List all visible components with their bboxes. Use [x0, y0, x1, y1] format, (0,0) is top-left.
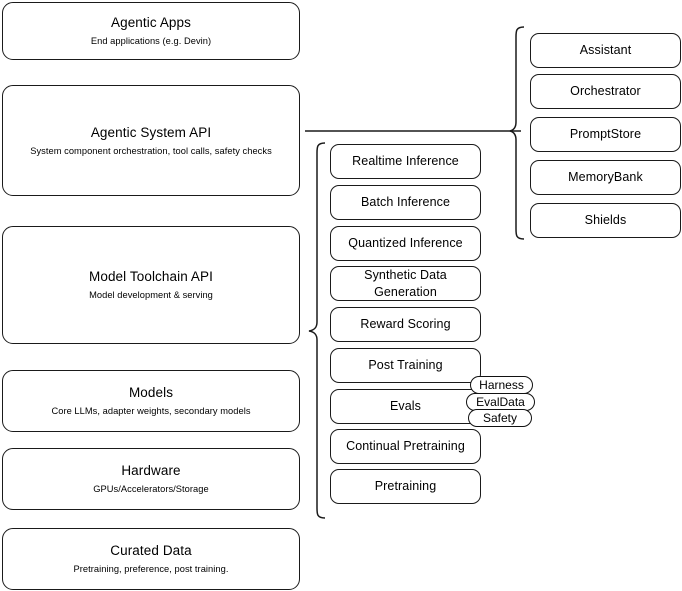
capability-box-post-training[interactable]: Post Training — [330, 348, 481, 383]
component-title: MemoryBank — [568, 170, 643, 184]
capability-box-reward-scoring[interactable]: Reward Scoring — [330, 307, 481, 342]
capability-box-continual-pretraining[interactable]: Continual Pretraining — [330, 429, 481, 464]
layer-title: Curated Data — [110, 543, 192, 558]
layer-title: Agentic Apps — [110, 15, 191, 30]
capability-title: Realtime Inference — [352, 154, 459, 168]
component-box-shields[interactable]: Shields — [530, 203, 681, 238]
capability-title: Synthetic Data Generation — [364, 267, 447, 299]
capability-box-batch-inference[interactable]: Batch Inference — [330, 185, 481, 220]
capability-box-realtime-inference[interactable]: Realtime Inference — [330, 144, 481, 179]
capability-box-synthetic-data-generation[interactable]: Synthetic Data Generation — [330, 266, 481, 301]
capability-title: Continual Pretraining — [346, 439, 465, 453]
capability-title: Batch Inference — [360, 195, 451, 209]
layer-title: Hardware — [121, 463, 181, 478]
capability-title: Pretraining — [374, 479, 437, 493]
layer-box-curated-data[interactable]: Curated Data Pretraining, preference, po… — [2, 528, 300, 590]
capability-title: Quantized Inference — [348, 236, 463, 250]
component-title: Orchestrator — [570, 84, 641, 98]
capability-box-pretraining[interactable]: Pretraining — [330, 469, 481, 504]
component-title: Assistant — [579, 43, 632, 57]
capability-title: Reward Scoring — [360, 317, 451, 331]
layer-title: Model Toolchain API — [89, 269, 213, 284]
component-title: Shields — [584, 213, 627, 227]
layer-box-models[interactable]: Models Core LLMs, adapter weights, secon… — [2, 370, 300, 432]
components-bracket — [509, 26, 525, 240]
capability-title: Evals — [389, 399, 422, 413]
capability-box-evals[interactable]: Evals — [330, 389, 481, 424]
component-box-memorybank[interactable]: MemoryBank — [530, 160, 681, 195]
capabilities-bracket — [308, 142, 326, 519]
component-title: PromptStore — [569, 127, 642, 141]
layer-title: Models — [128, 385, 174, 400]
layer-subtitle: End applications (e.g. Devin) — [90, 36, 212, 46]
layer-subtitle: GPUs/Accelerators/Storage — [93, 484, 209, 494]
capability-title: Post Training — [368, 358, 443, 372]
capability-box-quantized-inference[interactable]: Quantized Inference — [330, 226, 481, 261]
layer-box-model-toolchain-api[interactable]: Model Toolchain API Model development & … — [2, 226, 300, 344]
layer-box-hardware[interactable]: Hardware GPUs/Accelerators/Storage — [2, 448, 300, 510]
layer-subtitle: Pretraining, preference, post training. — [73, 564, 229, 574]
layer-box-agentic-apps[interactable]: Agentic Apps End applications (e.g. Devi… — [2, 2, 300, 60]
eval-tag-harness[interactable]: Harness — [470, 376, 533, 394]
component-box-assistant[interactable]: Assistant — [530, 33, 681, 68]
layer-subtitle: Core LLMs, adapter weights, secondary mo… — [51, 406, 251, 416]
component-box-orchestrator[interactable]: Orchestrator — [530, 74, 681, 109]
component-box-promptstore[interactable]: PromptStore — [530, 117, 681, 152]
layer-title: Agentic System API — [90, 124, 212, 140]
layer-box-agentic-system-api[interactable]: Agentic System API System component orch… — [2, 85, 300, 196]
layer-subtitle: Model development & serving — [89, 290, 213, 300]
eval-tag-safety[interactable]: Safety — [468, 409, 532, 427]
layer-subtitle: System component orchestration, tool cal… — [30, 145, 272, 156]
